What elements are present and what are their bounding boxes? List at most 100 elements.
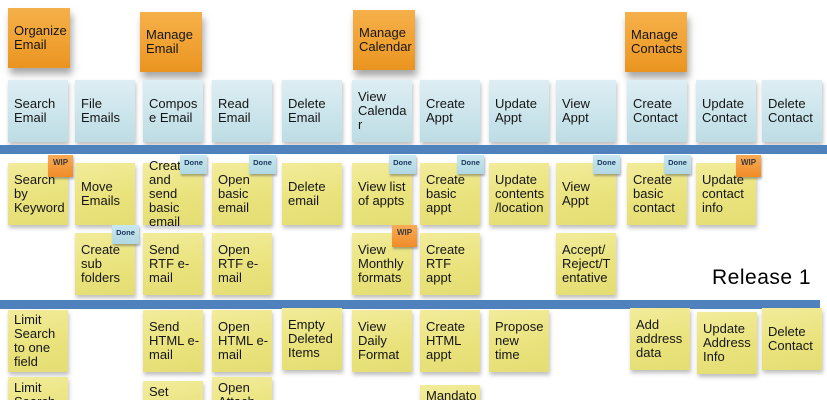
story-note-label: Open HTML e-mail bbox=[218, 319, 269, 362]
story-note-move-emails[interactable]: Move Emails bbox=[75, 163, 135, 225]
story-note-label: Update contents /location bbox=[495, 172, 545, 215]
activity-note-update-contact[interactable]: Update Contact bbox=[696, 80, 756, 142]
story-note-search-by-keyword[interactable]: Search by Keyword WIP bbox=[8, 155, 73, 225]
story-note-create-send-basic-email[interactable]: Create and send basic email Done bbox=[143, 155, 207, 229]
story-note-label: Move Emails bbox=[81, 179, 121, 208]
activity-note-search-email[interactable]: Search Email bbox=[8, 80, 68, 142]
epic-note-label: Manage Email bbox=[146, 27, 193, 56]
activity-note-label: Update Contact bbox=[702, 96, 747, 125]
story-note-label: Open Attach bbox=[218, 380, 255, 400]
wip-badge: WIP bbox=[48, 155, 73, 177]
story-note-open-basic-email[interactable]: Open basic email Done bbox=[212, 155, 276, 225]
story-note-add-address-data[interactable]: Add address data bbox=[630, 308, 690, 370]
story-note-label: Open basic email bbox=[218, 172, 250, 215]
done-badge: Done bbox=[112, 225, 139, 244]
story-note-create-html-appt[interactable]: Create HTML appt bbox=[420, 310, 480, 372]
activity-note-create-appt[interactable]: Create Appt bbox=[420, 80, 480, 142]
story-note-label: Empty Deleted Items bbox=[288, 317, 333, 360]
story-note-label: Send RTF e-mail bbox=[149, 242, 190, 285]
done-badge: Done bbox=[389, 155, 416, 174]
story-note-view-appt[interactable]: View Appt Done bbox=[556, 155, 620, 225]
story-note-update-contact-info[interactable]: Update contact info WIP bbox=[696, 155, 761, 225]
story-note-label: Update contact info bbox=[702, 172, 744, 215]
wip-badge: WIP bbox=[392, 225, 417, 247]
story-note-create-sub-folders[interactable]: Create sub folders Done bbox=[75, 225, 139, 295]
story-note-open-attach[interactable]: Open Attach bbox=[212, 377, 272, 400]
activity-note-label: View Appt bbox=[562, 96, 590, 125]
activity-note-delete-contact[interactable]: Delete Contact bbox=[762, 80, 822, 142]
activity-note-label: Search Email bbox=[14, 96, 56, 125]
story-note-open-rtf-email[interactable]: Open RTF e-mail bbox=[212, 233, 272, 295]
story-note-label: View list of appts bbox=[358, 179, 406, 208]
story-note-label: Propose new time bbox=[495, 319, 544, 362]
done-badge: Done bbox=[593, 155, 620, 174]
story-note-update-address-info[interactable]: Update Address Info bbox=[697, 312, 757, 374]
story-note-label: Send HTML e-mail bbox=[149, 319, 200, 362]
story-note-limit-search-one-field[interactable]: Limit Search to one field bbox=[8, 310, 68, 372]
story-note-label: Create basic contact bbox=[633, 172, 675, 215]
activity-note-label: File Emails bbox=[81, 96, 121, 125]
done-badge: Done bbox=[180, 155, 207, 174]
epic-note-manage-calendar[interactable]: Manage Calendar bbox=[353, 10, 415, 70]
story-note-delete-email[interactable]: Delete email bbox=[282, 163, 342, 225]
story-note-create-basic-appt[interactable]: Create basic appt Done bbox=[420, 155, 484, 225]
epic-note-label: Manage Contacts bbox=[631, 27, 683, 56]
epic-note-manage-contacts[interactable]: Manage Contacts bbox=[625, 12, 687, 72]
story-note-view-daily-format[interactable]: View Daily Format bbox=[352, 310, 412, 372]
story-note-empty-deleted-items[interactable]: Empty Deleted Items bbox=[282, 308, 342, 370]
release-divider-top bbox=[0, 145, 827, 154]
story-note-set[interactable]: Set bbox=[143, 381, 203, 400]
story-note-label: Create sub folders bbox=[81, 242, 121, 285]
activity-note-view-appt[interactable]: View Appt bbox=[556, 80, 616, 142]
epic-note-organize-email[interactable]: Organize Email bbox=[8, 8, 70, 68]
story-note-open-html-email[interactable]: Open HTML e-mail bbox=[212, 310, 272, 372]
story-note-label: Update Address Info bbox=[703, 321, 751, 364]
story-note-limit-search-2[interactable]: Limit Search bbox=[8, 377, 68, 400]
activity-note-label: Delete Contact bbox=[768, 96, 813, 125]
story-note-propose-new-time[interactable]: Propose new time bbox=[489, 310, 549, 372]
story-note-view-monthly-formats[interactable]: View Monthly formats WIP bbox=[352, 225, 417, 295]
story-note-send-rtf-email[interactable]: Send RTF e-mail bbox=[143, 233, 203, 295]
story-note-label: Create HTML appt bbox=[426, 319, 466, 362]
story-note-view-list-of-appts[interactable]: View list of appts Done bbox=[352, 155, 416, 225]
story-note-label: Delete Contact bbox=[768, 324, 813, 353]
story-note-label: Set bbox=[149, 384, 169, 399]
activity-note-label: Create Contact bbox=[633, 96, 678, 125]
story-note-create-rtf-appt[interactable]: Create RTF appt bbox=[420, 233, 480, 295]
story-note-label: Search by Keyword bbox=[14, 172, 65, 215]
epic-note-manage-email[interactable]: Manage Email bbox=[140, 12, 202, 72]
release-1-label: Release 1 bbox=[712, 266, 812, 289]
story-note-label: View Monthly formats bbox=[358, 242, 404, 285]
story-note-label: View Appt bbox=[562, 179, 590, 208]
story-note-mandato[interactable]: Mandato bbox=[420, 385, 480, 400]
wip-badge: WIP bbox=[736, 155, 761, 177]
activity-note-label: Compose Email bbox=[149, 96, 198, 125]
story-note-label: Limit Search to one field bbox=[14, 312, 56, 369]
activity-note-label: Delete Email bbox=[288, 96, 326, 125]
story-note-update-contents-location[interactable]: Update contents /location bbox=[489, 163, 549, 225]
story-note-label: Create and send basic email bbox=[149, 158, 189, 229]
story-note-label: Open RTF e-mail bbox=[218, 242, 259, 285]
done-badge: Done bbox=[457, 155, 484, 174]
activity-note-delete-email[interactable]: Delete Email bbox=[282, 80, 342, 142]
story-note-accept-reject-tentative[interactable]: Accept/Reject/Tentative bbox=[556, 233, 616, 295]
story-note-label: Accept/Reject/Tentative bbox=[562, 242, 611, 285]
activity-note-create-contact[interactable]: Create Contact bbox=[627, 80, 687, 142]
epic-note-label: Manage Calendar bbox=[359, 25, 412, 54]
activity-note-update-appt[interactable]: Update Appt bbox=[489, 80, 549, 142]
activity-note-label: View Calendar bbox=[358, 89, 407, 132]
story-note-create-basic-contact[interactable]: Create basic contact Done bbox=[627, 155, 691, 225]
done-badge: Done bbox=[664, 155, 691, 174]
story-note-label: Add address data bbox=[636, 317, 683, 360]
story-note-delete-contact[interactable]: Delete Contact bbox=[762, 308, 822, 370]
story-note-label: Create basic appt bbox=[426, 172, 466, 215]
story-note-label: Delete email bbox=[288, 179, 326, 208]
story-note-send-html-email[interactable]: Send HTML e-mail bbox=[143, 310, 203, 372]
epic-note-label: Organize Email bbox=[14, 23, 67, 52]
activity-note-read-email[interactable]: Read Email bbox=[212, 80, 272, 142]
story-note-label: Limit Search bbox=[14, 380, 55, 400]
activity-note-compose-email[interactable]: Compose Email bbox=[143, 80, 203, 142]
activity-note-view-calendar[interactable]: View Calendar bbox=[352, 80, 412, 142]
activity-note-file-emails[interactable]: File Emails bbox=[75, 80, 135, 142]
